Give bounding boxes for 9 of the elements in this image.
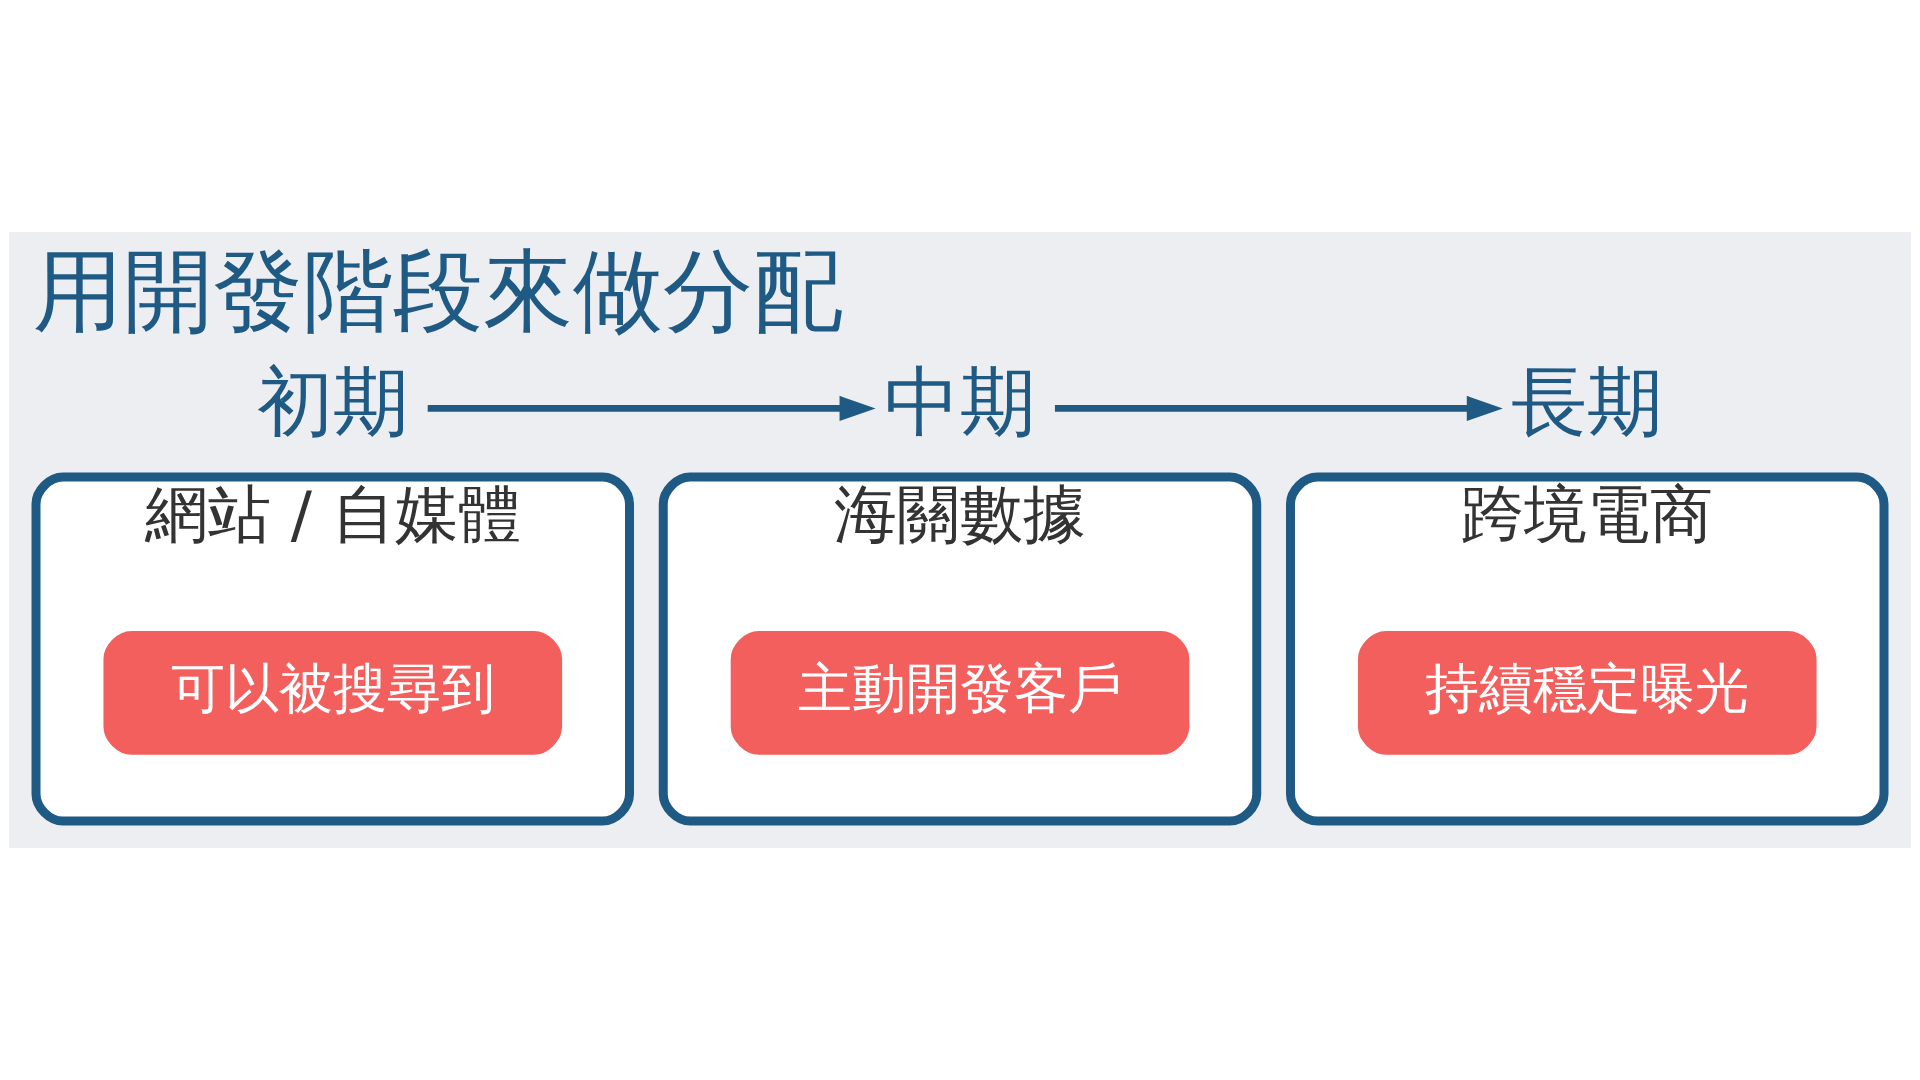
arrow (1054, 395, 1503, 422)
node-text: 中期 (884, 357, 1036, 447)
diagram-title: 用開發階段來做分配 (33, 238, 844, 343)
node-box: 可以被搜尋到 (103, 631, 563, 755)
node-box: 主動開發客戶 (730, 631, 1190, 755)
node-box: 持續穩定曝光 (1357, 631, 1817, 755)
node-text: 初期 (256, 357, 409, 447)
node-text: 長期 (1511, 357, 1664, 447)
arrow (427, 395, 876, 422)
